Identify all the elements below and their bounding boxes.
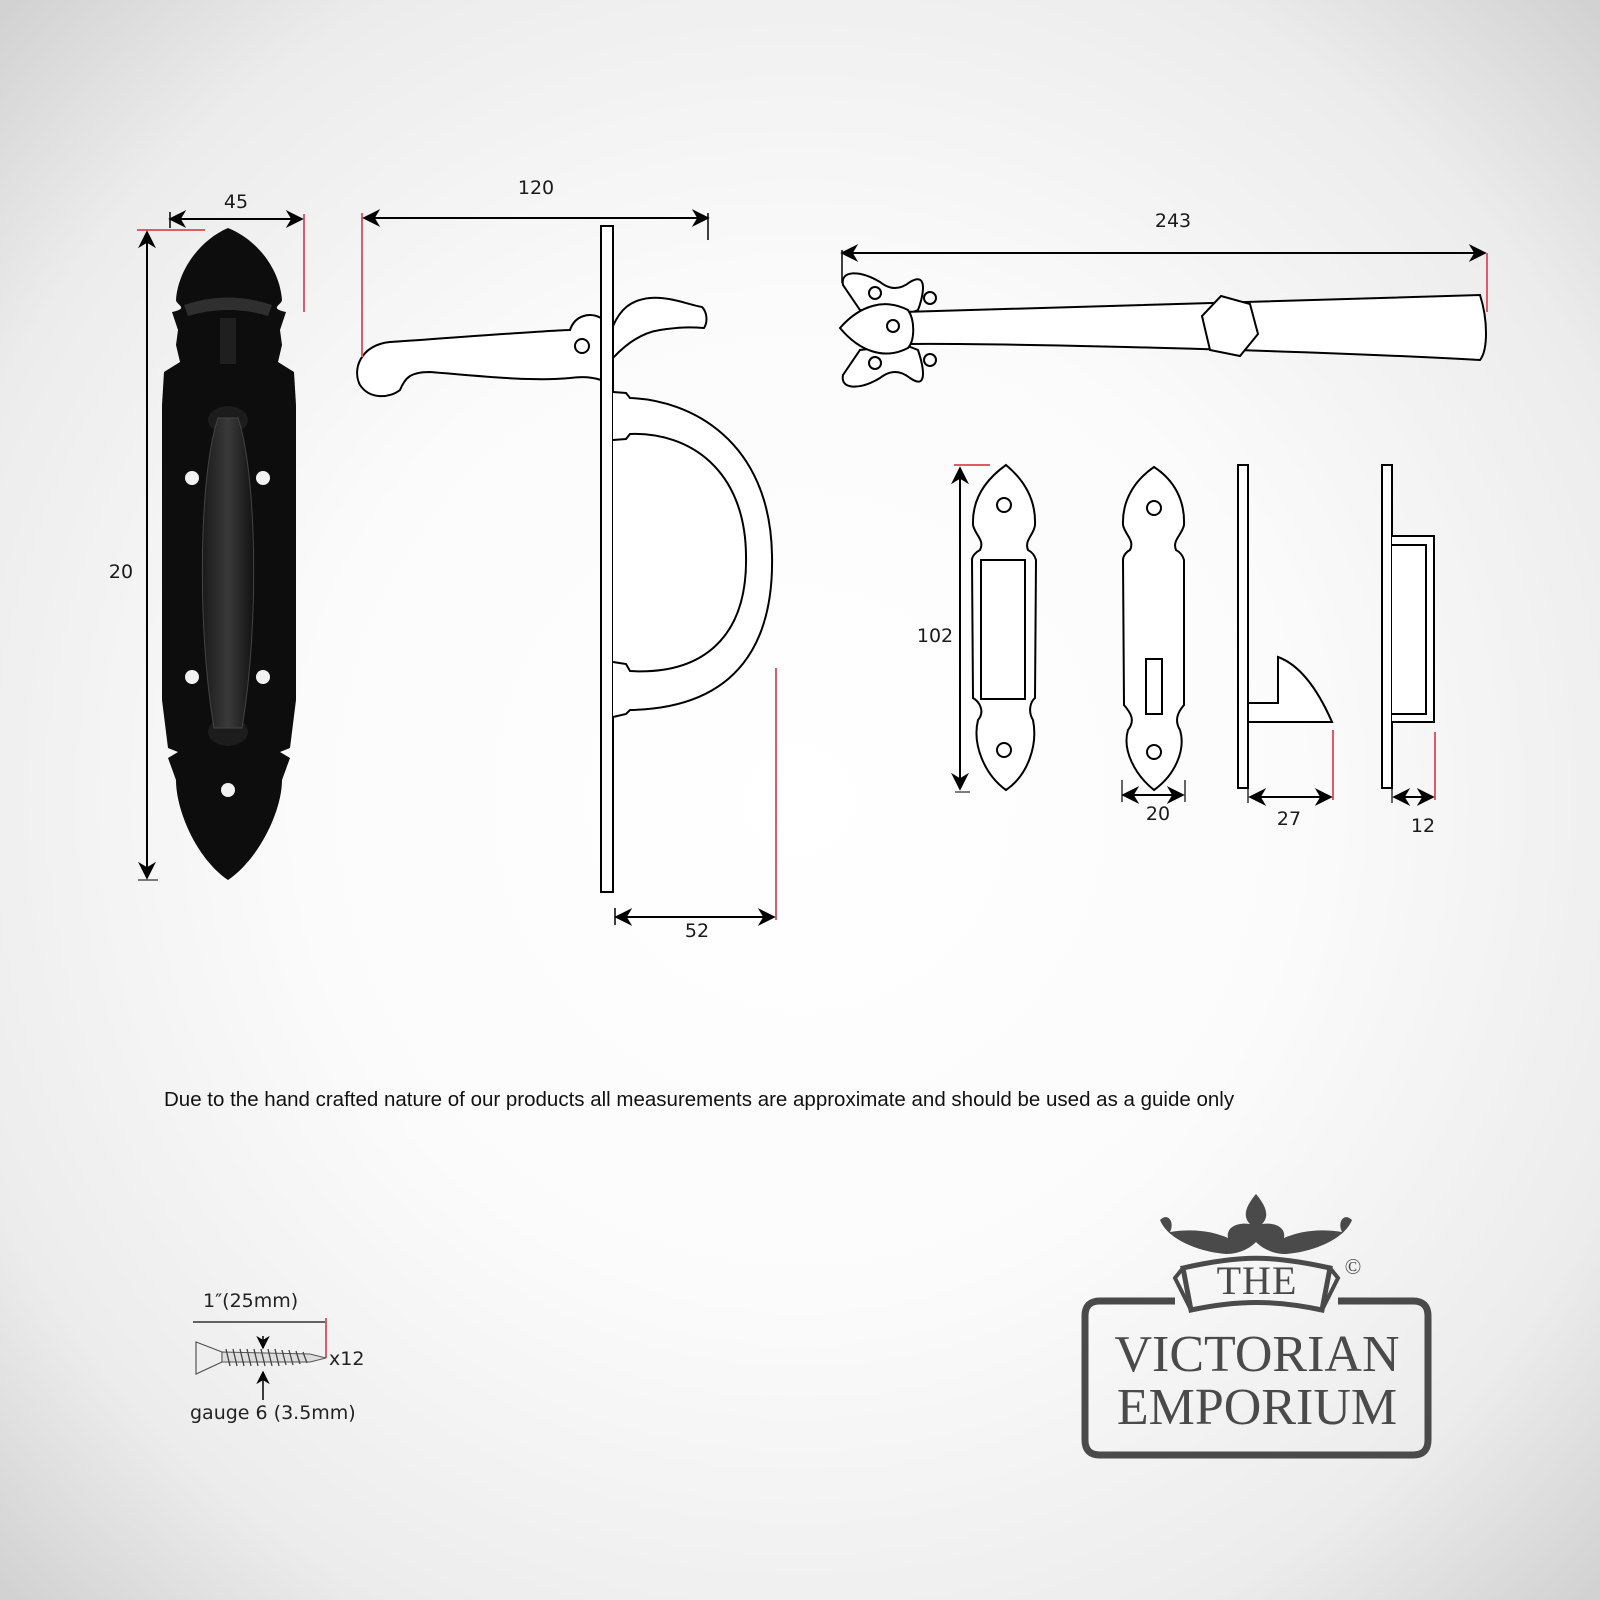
side-handle-view <box>356 225 774 893</box>
latch-bar-dimensions <box>840 244 1488 312</box>
copyright-icon: © <box>1344 1254 1362 1279</box>
logo-victorian: VICTORIAN <box>1114 1326 1400 1383</box>
side-handle-depth-label: 120 <box>517 177 555 199</box>
catch-width-label: 20 <box>1145 803 1171 825</box>
catch-projection-label: 27 <box>1276 808 1302 830</box>
catch-front-view <box>1121 465 1186 792</box>
front-handle-dimensions <box>137 210 305 881</box>
latch-bar-length-label: 243 <box>1154 210 1192 232</box>
keeper-projection-label: 12 <box>1410 815 1436 837</box>
logo-the: THE <box>1216 1258 1298 1303</box>
side-handle-projection-label: 52 <box>684 920 710 942</box>
keeper-height-label: 102 <box>916 625 954 647</box>
screw-length-label: 1″(25mm) <box>203 1290 299 1312</box>
screw-quantity-label: x12 <box>329 1348 365 1370</box>
victorian-emporium-logo <box>1081 1194 1432 1459</box>
catch-side-dimensions <box>1247 730 1334 806</box>
keeper-front-view <box>970 463 1038 792</box>
catch-front-dimensions <box>1121 780 1186 804</box>
latch-bar-view <box>838 272 1487 388</box>
front-handle-height-label: 20 <box>108 561 134 583</box>
keeper-side-dimensions <box>1391 732 1436 806</box>
keeper-front-dimensions <box>951 464 990 793</box>
front-handle-width-label: 45 <box>223 191 249 213</box>
side-handle-dimensions <box>361 209 777 926</box>
screw-gauge-label: gauge 6 (3.5mm) <box>190 1402 356 1424</box>
disclaimer-text: Due to the hand crafted nature of our pr… <box>164 1088 1235 1111</box>
logo-emporium: EMPORIUM <box>1116 1379 1398 1436</box>
keeper-side-view <box>1381 464 1435 789</box>
crown-icon <box>1160 1194 1352 1254</box>
catch-side-view <box>1237 464 1334 789</box>
front-handle-backplate <box>162 228 296 880</box>
screw-icon <box>193 1318 327 1400</box>
